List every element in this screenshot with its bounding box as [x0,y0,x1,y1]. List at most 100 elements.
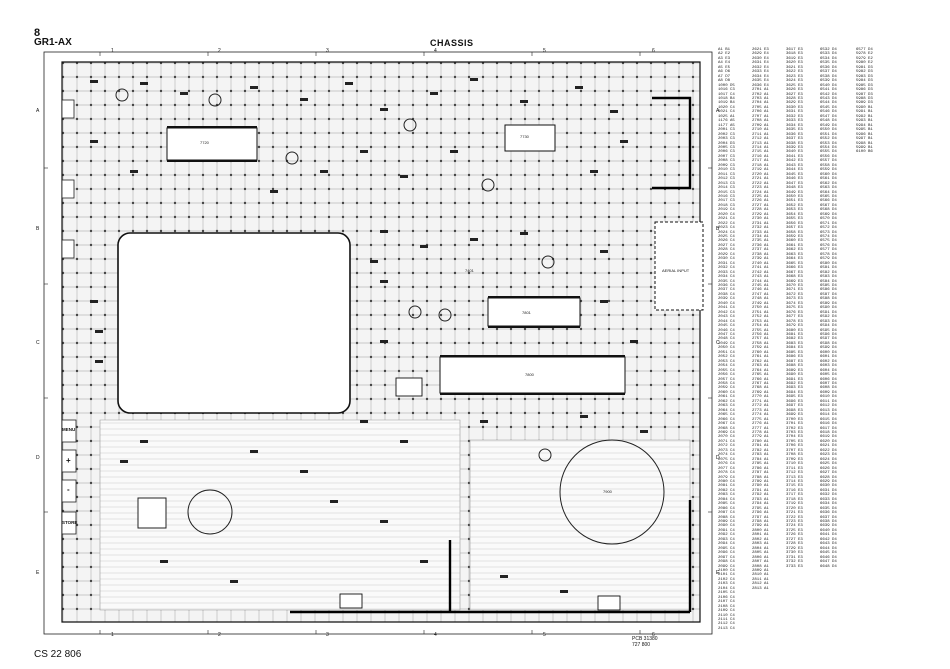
legend-entry: 2797 A1 [752,515,769,520]
legend-entry: 2782 A1 [752,448,769,453]
legend-entry: 2040 C4 [718,301,735,306]
legend-entry: 2017 C3 [718,199,735,204]
legend-entry: 2003 C3 [718,137,735,142]
legend-entry: 6577 D4 [856,48,873,52]
legend-entry: 3666 E3 [786,266,803,271]
legend-entry: 6644 D4 [820,546,837,551]
legend-entry: 6542 D4 [820,92,837,97]
legend-entry: 5978 E2 [856,52,873,57]
legend-entry: A5 E5 [718,65,731,70]
legend-entry: 3634 E3 [786,123,803,128]
drawing-frame [43,51,713,635]
legend-entry: 3657 E3 [786,226,803,231]
legend-entry: 2806 A1 [752,555,769,560]
legend-entry: 6577 D4 [820,248,837,253]
legend-entry: 1018 B4 [718,96,735,101]
column-number-bottom: 3 [326,632,329,638]
legend-entry: 3627 E3 [786,92,803,97]
legend-entry: 2757 A1 [752,337,769,342]
legend-entry: 6594 D4 [820,324,837,329]
legend-entry: 2771 A1 [752,399,769,404]
legend-entry: 5990 B1 [856,105,873,110]
frame-ticks [44,52,712,634]
legend-entry: 2054 C4 [718,364,735,369]
legend-entry: A3 E3 [718,56,731,61]
legend-entry: 2737 A1 [752,248,769,253]
legend-entry: 2058 C4 [718,381,735,386]
legend-entry: 3699 E3 [786,413,803,418]
legend-entry: 6540 D4 [820,83,837,88]
legend-entry: 6624 D4 [820,457,837,462]
legend-entry: 2069 C4 [718,430,735,435]
legend-entry: 6645 D4 [820,551,837,556]
legend-entry: 2005 C3 [718,145,735,150]
legend-entry: 2735 A1 [752,239,769,244]
legend-entry: 2055 C4 [718,368,735,373]
legend-entry: 3698 E3 [786,408,803,413]
legend-entry: 3731 E3 [786,555,803,560]
legend-entry: 6618 D4 [820,430,837,435]
tuner-outline [654,221,704,311]
smd-components [90,78,648,593]
legend-entry: 5987 D3 [856,92,873,97]
legend-entry: 3690 E3 [786,373,803,378]
legend-entry: 2067 C4 [718,422,735,427]
legend-entry: 6573 D4 [820,230,837,235]
legend-entry: 5981 D3 [856,65,873,70]
column-number-top: 4 [434,48,437,54]
legend-entry: 5982 D3 [856,70,873,75]
legend-entry: 6567 D4 [820,203,837,208]
legend-entry: 3708 E3 [786,453,803,458]
legend-entry: 2008 C3 [718,159,735,164]
legend-entry: 3709 E3 [786,457,803,462]
legend-entry: 2803 A1 [752,542,769,547]
legend-entry: 2029 C4 [718,252,735,257]
legend-entry: 1177 A5 [718,123,735,128]
legend-entry: 3725 E3 [786,528,803,533]
legend-entry: 2703 A1 [752,96,769,101]
legend-entry: 5996 B1 [856,132,873,137]
legend-entry: 2728 A1 [752,208,769,213]
legend-entry: 3626 E3 [786,88,803,93]
legend-entry: 2083 C4 [718,493,735,498]
legend-entry: 6607 D4 [820,381,837,386]
legend-entry: 6642 D4 [820,537,837,542]
legend-entry: 3636 E3 [786,132,803,137]
legend-entry: 2044 C4 [718,319,735,324]
legend-entry: 6566 D4 [820,199,837,204]
legend-entry: 6581 D4 [820,266,837,271]
legend-entry: 3618 E3 [786,52,803,57]
legend-entry: 2105 C4 [718,591,735,596]
legend-entry: 1176 A5 [718,119,735,124]
legend-entry: 3713 E3 [786,475,803,480]
legend-entry: 3723 E3 [786,520,803,525]
legend-entry: 2028 C4 [718,248,735,253]
legend-entry: 2059 C4 [718,386,735,391]
legend-entry: 6546 D4 [820,110,837,115]
legend-entry: 3639 E3 [786,145,803,150]
legend-entry: 3720 E3 [786,506,803,511]
legend-entry: 2726 A1 [752,199,769,204]
column-number-top: 1 [111,48,114,54]
pcb-code: PCB 31380 727 800 [632,636,658,648]
legend-entry: 3635 E3 [786,128,803,133]
legend-entry: 2743 A1 [752,275,769,280]
legend-entry: 2733 A1 [752,230,769,235]
row-letter-right: D [716,455,720,461]
legend-entry: 5988 D3 [856,96,873,101]
legend-entry: 2101 C4 [718,573,735,578]
legend-entry: 3671 E3 [786,288,803,293]
legend-entry: 2045 C4 [718,324,735,329]
legend-entry: 2701 A1 [752,88,769,93]
legend-entry: 2011 C3 [718,172,735,177]
legend-entry: 2710 A1 [752,128,769,133]
legend-entry: 6641 D4 [820,533,837,538]
row-letter-left: E [36,570,40,576]
legend-entry: 5995 B1 [856,128,873,133]
legend-entry: 2632 E4 [752,65,769,70]
legend-entry: 3674 E3 [786,301,803,306]
legend-entry: 2744 A1 [752,279,769,284]
legend-entry: 3716 E3 [786,488,803,493]
legend-entry: 6574 D4 [820,235,837,240]
legend-entry: 3711 E3 [786,466,803,471]
